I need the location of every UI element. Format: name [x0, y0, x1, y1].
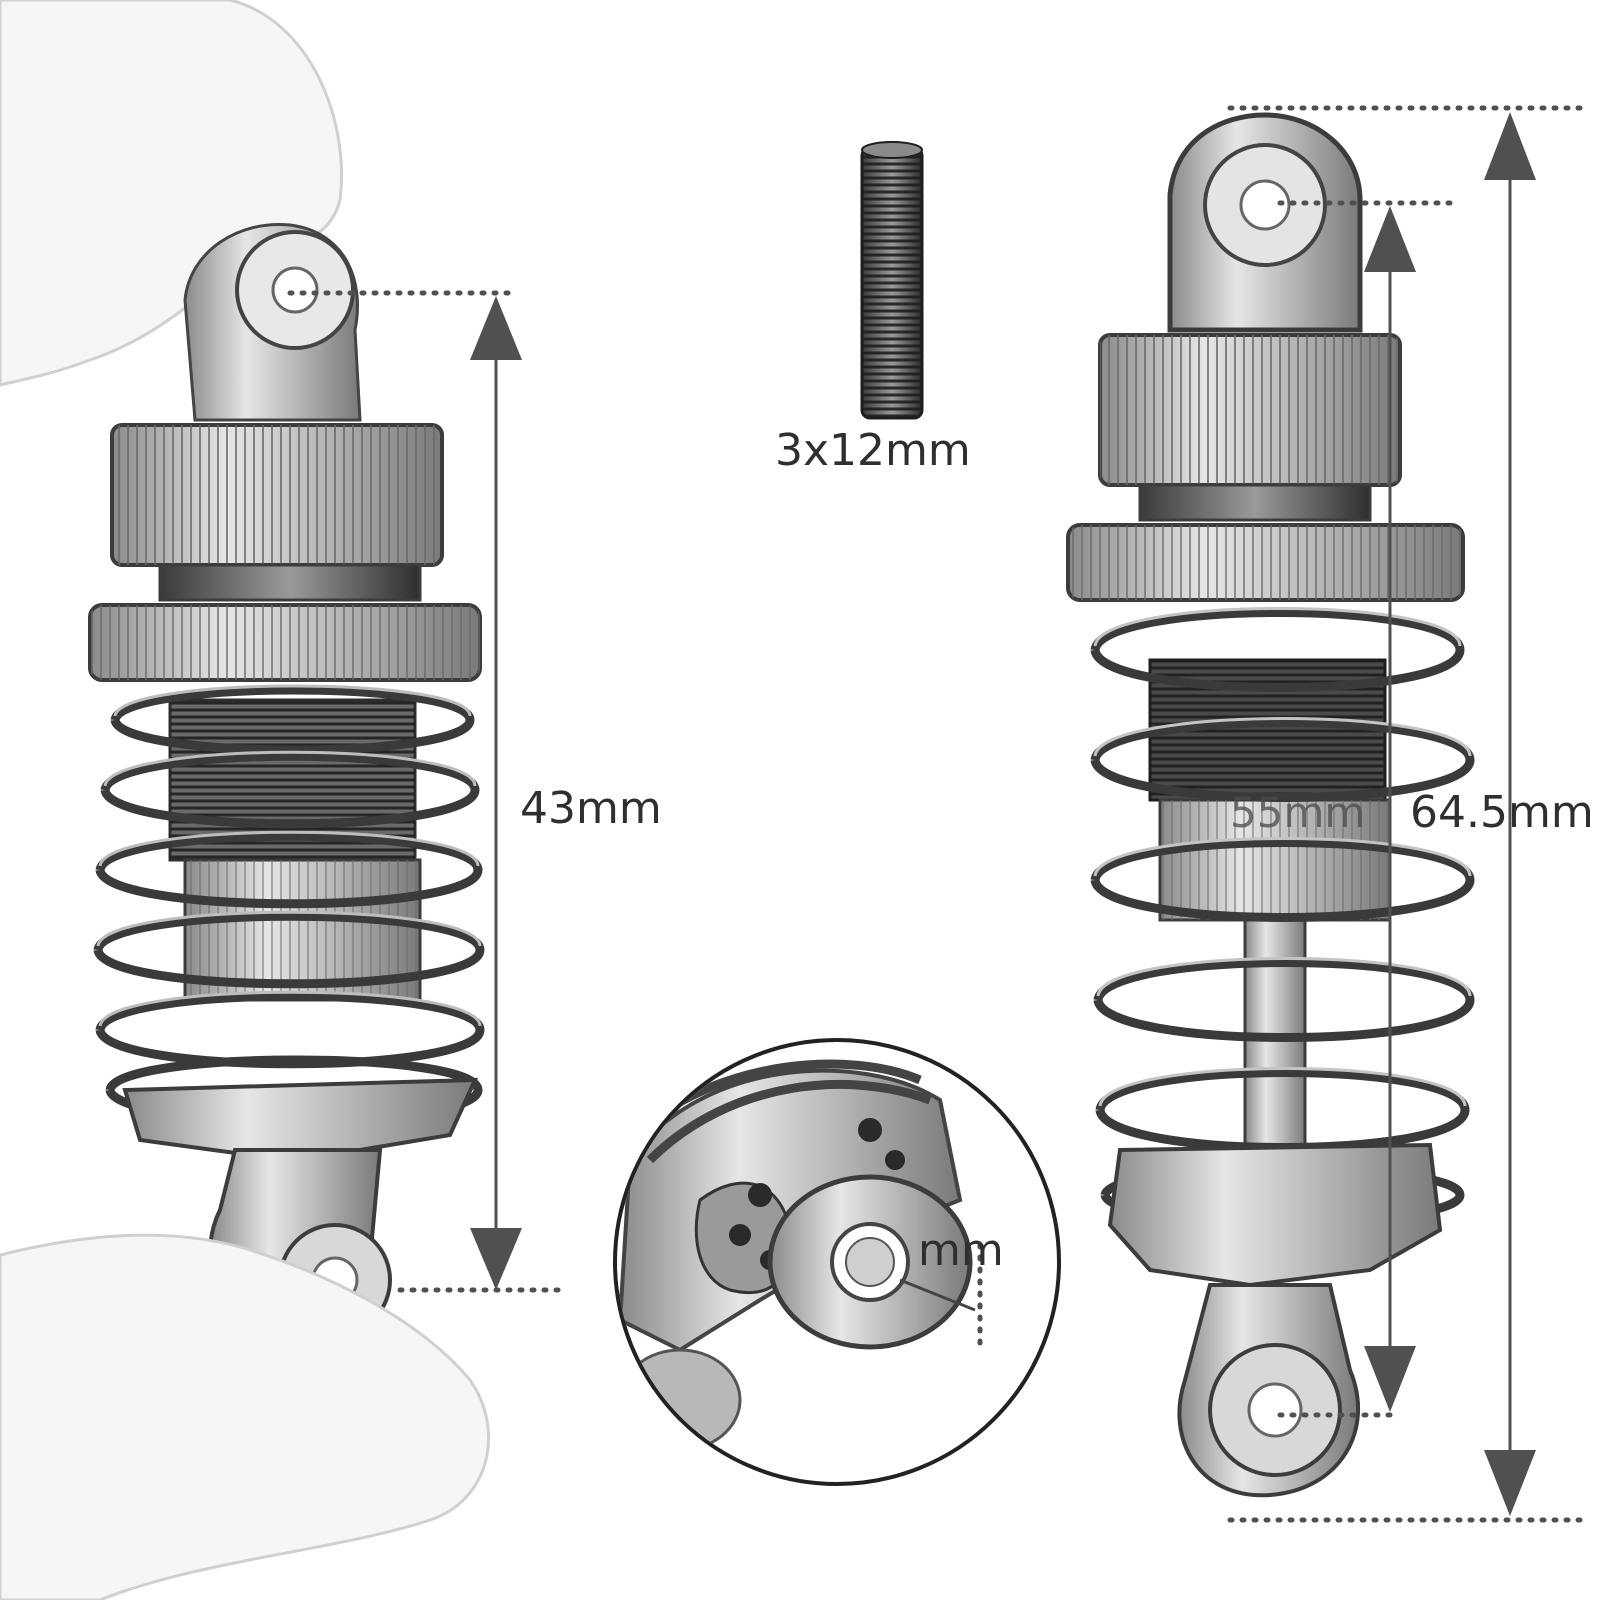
left-dim-arrow-down [470, 1228, 522, 1290]
left-spring [93, 685, 485, 1125]
bottom-finger [0, 1233, 491, 1600]
overall-length-label: 64.5mm [1410, 787, 1594, 838]
overall-arrow-down [1484, 1450, 1536, 1516]
eye-to-eye-label: 55mm [1230, 788, 1365, 837]
left-shock [0, 0, 491, 1600]
right-shock [1066, 112, 1475, 1498]
set-screw: 3x12mm [775, 141, 971, 476]
right-bottom-retainer [1107, 1142, 1443, 1288]
eye-to-eye-arrow-up [1364, 206, 1416, 272]
detail-inset: mm [613, 1038, 1061, 1486]
left-dimension: 43mm [287, 290, 662, 1293]
right-dimensions: 55mm 64.5mm [1227, 105, 1594, 1523]
screw-size-label: 3x12mm [775, 425, 971, 476]
inset-size-label: mm [918, 1225, 1004, 1276]
overall-arrow-up [1484, 112, 1536, 180]
left-length-label: 43mm [520, 783, 662, 834]
eye-to-eye-arrow-down [1364, 1346, 1416, 1412]
left-bottom-retainer [122, 1077, 479, 1158]
left-dim-arrow-up [470, 296, 522, 360]
